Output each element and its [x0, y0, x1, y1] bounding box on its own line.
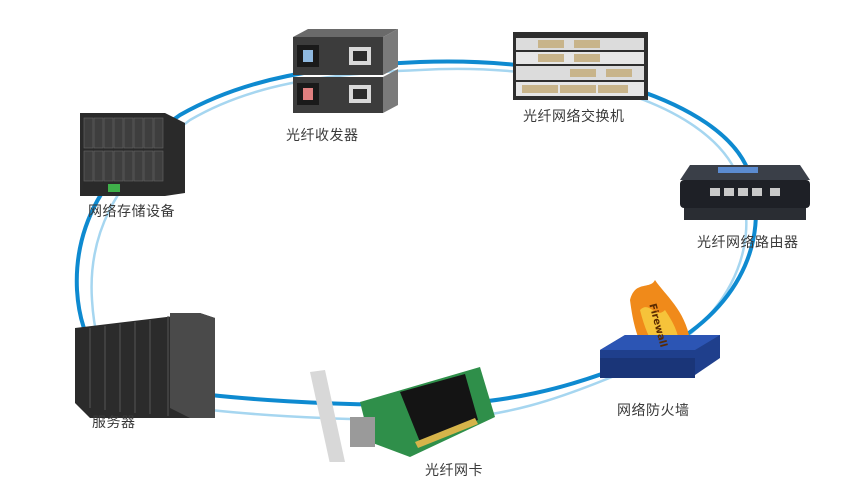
- node-switch[interactable]: 光纤网络交换机: [505, 28, 655, 128]
- node-storage[interactable]: 网络存储设备: [78, 108, 208, 223]
- media-converter-icon: [293, 29, 398, 113]
- node-label: 光纤网络路由器: [697, 235, 799, 251]
- node-label: 光纤网络交换机: [523, 109, 625, 125]
- node-label: 网络存储设备: [88, 204, 175, 220]
- network-switch-icon: [513, 32, 648, 100]
- network-card-icon: [310, 367, 495, 462]
- firewall-icon: [600, 280, 720, 378]
- node-firewall[interactable]: Firewall 网络防火墙: [595, 280, 735, 425]
- node-server[interactable]: 服务器: [70, 308, 220, 438]
- server-rack-icon: [75, 313, 215, 418]
- node-nic[interactable]: 光纤网卡: [300, 362, 510, 487]
- node-label: 光纤网卡: [425, 463, 483, 479]
- node-transceiver[interactable]: 光纤收发器: [278, 25, 408, 145]
- blade-storage-icon: [80, 113, 185, 196]
- node-label: 网络防火墙: [617, 403, 690, 419]
- node-label: 服务器: [92, 415, 136, 431]
- node-router[interactable]: 光纤网络路由器: [670, 160, 820, 255]
- router-icon: [680, 165, 810, 220]
- node-label: 光纤收发器: [286, 128, 359, 144]
